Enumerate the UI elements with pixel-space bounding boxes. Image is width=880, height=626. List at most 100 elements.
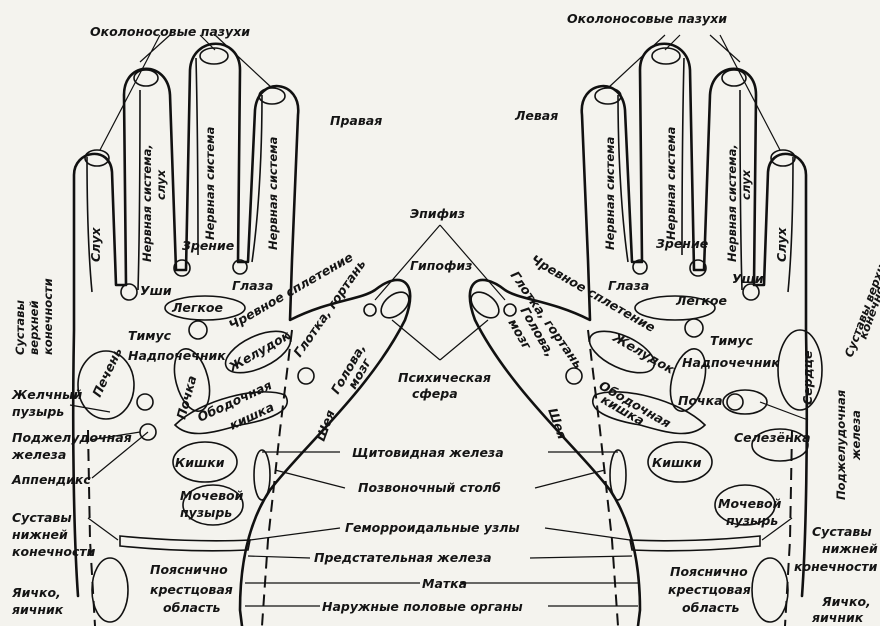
psychic-leaders [392, 320, 488, 360]
right-lower-joints-label-1: Суставы [812, 524, 872, 539]
right-bladder-label-1: Мочевой [718, 496, 782, 511]
left-ns-hearing-label-1: Нервная система, [140, 144, 154, 262]
appendix-label: Аппендикс [11, 472, 91, 487]
right-lumbo-label-2: крестцовая [668, 582, 751, 597]
left-hearing-label: Слух [88, 227, 103, 262]
right-adrenal-label: Надпочечник [682, 355, 780, 370]
right-hypophysis-spot [504, 304, 516, 316]
left-adrenal-label: Надпочечник [128, 348, 226, 363]
sinus-label-right: Околоносовые пазухи [567, 11, 727, 26]
genitals-label: Наружные половые органы [322, 599, 523, 614]
left-upper-joints-label-2: верхней [27, 300, 41, 355]
left-lower-joints-label-2: нижней [12, 527, 68, 542]
left-ns-hearing-label-2: слух [154, 169, 168, 200]
right-ns-hearing-label-1: Нервная система, [725, 144, 739, 262]
left-thymus-outline [189, 321, 207, 339]
right-heart-label: Сердце [800, 351, 815, 405]
right-testis-outline [752, 558, 788, 622]
right-sinus-tip-3 [652, 48, 680, 64]
gall-bladder-label-1: Желчный [11, 387, 82, 402]
left-ns-label-2: Нервная система [266, 136, 280, 250]
left-bladder-label-1: Мочевой [180, 488, 244, 503]
left-bladder-label-2: пузырь [180, 505, 232, 520]
right-pancreas-label-1: Поджелудочная [834, 389, 848, 500]
left-neck-spot [298, 368, 314, 384]
right-intestines-label: Кишки [652, 455, 702, 470]
right-thymus-label: Тимус [710, 333, 754, 348]
right-hemorrhoid-band [630, 536, 760, 551]
left-upper-joints-label-1: Суставы [13, 300, 27, 355]
thyroid-label: Щитовидная железа [352, 445, 504, 460]
right-spot-ear-1 [743, 284, 759, 300]
left-eyes-label: Глаза [232, 278, 273, 293]
right-vision-label: Зрение [656, 236, 708, 251]
left-lower-joints-label-3: конечности [12, 544, 96, 559]
left-intestines-label: Кишки [175, 455, 225, 470]
left-upper-joints-label-3: конечности [41, 278, 55, 355]
left-sinus-tip-4 [259, 88, 285, 104]
left-lumbo-label-1: Пояснично [150, 562, 228, 577]
right-hearing-label: Слух [774, 227, 789, 262]
right-lumbo-label-3: область [682, 600, 740, 615]
left-thymus-label: Тимус [128, 328, 172, 343]
hypophysis-label: Гипофиз [410, 258, 472, 273]
left-pancreas-label-1: Поджелудочная [12, 430, 132, 445]
right-ns-hearing-label-2: слух [739, 169, 753, 200]
psychic-label-1: Психическая [398, 370, 491, 385]
left-spot-ear-1 [121, 284, 137, 300]
left-testis-outline [92, 558, 128, 622]
left-hand-outline [73, 44, 410, 626]
right-wrist-dash [785, 430, 792, 626]
gall-bladder-label-2: пузырь [12, 404, 64, 419]
left-sinus-leaders [100, 35, 272, 150]
left-lung-label: Легкое [171, 300, 223, 315]
left-hypophysis-spot [364, 304, 376, 316]
right-lung-label: Легкое [675, 293, 727, 308]
right-kidney-label: Почка [678, 393, 723, 408]
epiphysis-label: Эпифиз [410, 206, 465, 221]
right-testis-label-2: яичник [811, 610, 864, 625]
right-ears-label: Уши [732, 271, 764, 286]
left-sinus-tip-3 [200, 48, 228, 64]
left-testis-label-2: яичник [11, 602, 64, 617]
right-thyroid-outline [610, 450, 626, 500]
left-ears-label: Уши [140, 283, 172, 298]
right-spleen-label: Селезёнка [734, 430, 811, 445]
right-bladder-label-2: пузырь [726, 513, 778, 528]
left-hand [73, 44, 413, 626]
right-eyes-label: Глаза [608, 278, 649, 293]
left-pancreas-label-2: железа [11, 447, 66, 462]
left-thyroid-outline [254, 450, 270, 500]
left-neck-label: Шея [313, 408, 338, 443]
uterus-label: Матка [422, 576, 467, 591]
spine-label: Позвоночный столб [358, 480, 501, 495]
right-lumbo-label-1: Пояснично [670, 564, 748, 579]
right-thymus-outline [685, 319, 703, 337]
hemorrhoids-label: Геморроидальные узлы [345, 520, 520, 535]
sinus-label-left: Околоносовые пазухи [90, 24, 250, 39]
left-lumbo-label-2: крестцовая [150, 582, 233, 597]
left-spine-dash [262, 330, 292, 626]
left-vision-label: Зрение [182, 238, 234, 253]
right-ns-label-2: Нервная система [664, 126, 678, 240]
left-ns-label-1: Нервная система [203, 126, 217, 240]
psychic-label-2: сфера [412, 386, 458, 401]
prostate-label: Предстательная железа [314, 550, 492, 565]
side-label-right: Правая [330, 113, 382, 128]
right-spot-kidney [727, 394, 743, 410]
right-ns-label-1: Нервная система [603, 136, 617, 250]
right-sinus-leaders [608, 35, 780, 150]
right-lower-joints-label-2: нижней [822, 541, 878, 556]
side-label-left: Левая [514, 108, 558, 123]
right-neck-label: Шея [545, 406, 570, 441]
left-testis-label-1: Яичко, [11, 585, 61, 600]
right-testis-label-1: Яичко, [821, 594, 871, 609]
right-lower-joints-label-3: конечности [794, 559, 878, 574]
labels: Околоносовые пазухи Околоносовые пазухи … [11, 11, 880, 625]
left-hemorrhoid-band [120, 536, 250, 551]
right-spine-dash [588, 330, 618, 626]
right-pancreas-label-2: железа [849, 410, 863, 461]
right-stomach-label: Желудок [610, 329, 678, 377]
